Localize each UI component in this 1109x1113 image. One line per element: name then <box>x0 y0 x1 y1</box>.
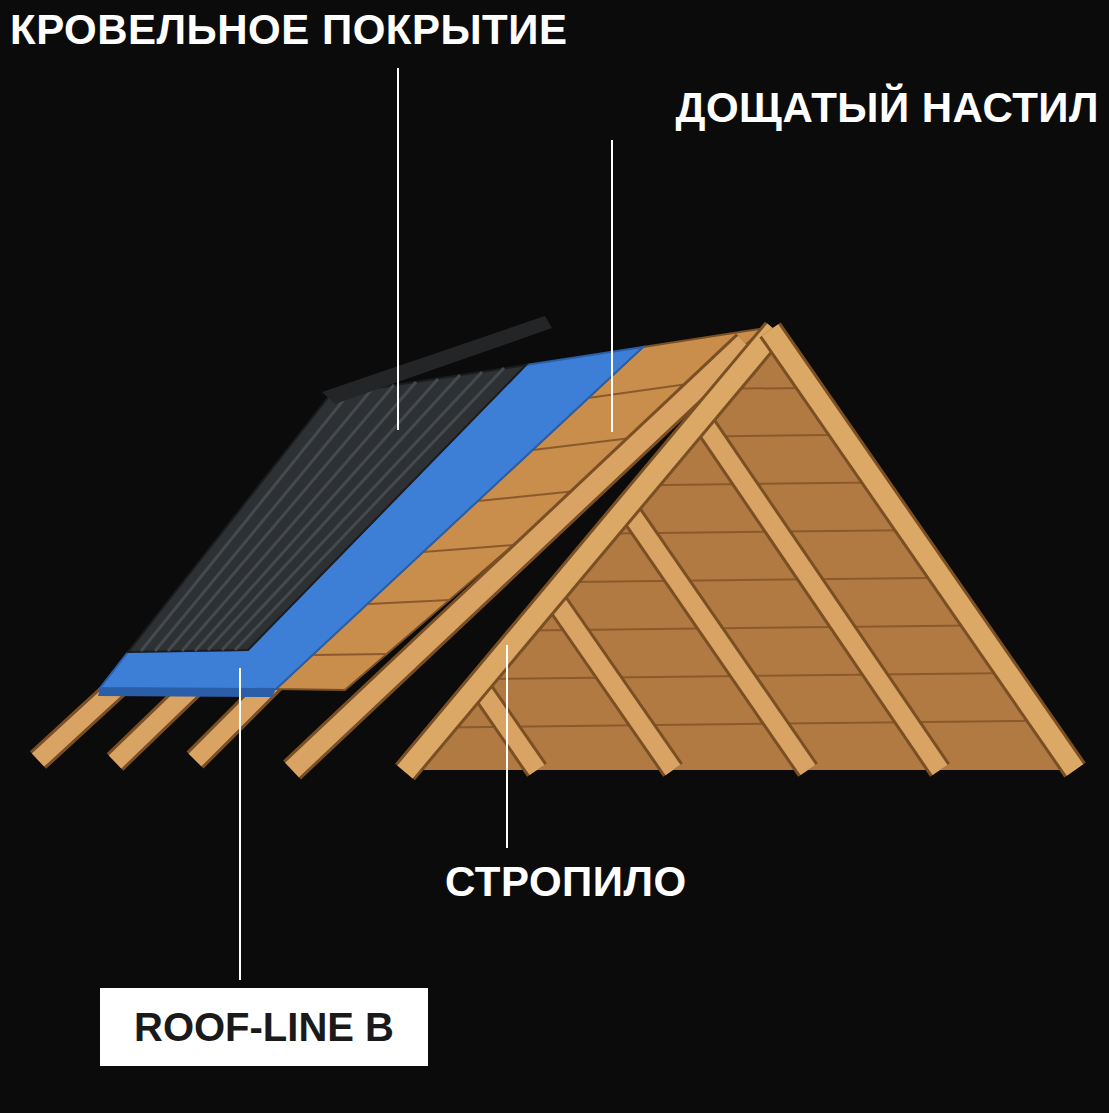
rafter <box>292 343 745 770</box>
corrugation <box>141 392 350 651</box>
rafter <box>553 597 673 770</box>
leader-line <box>397 68 399 430</box>
corrugation <box>208 375 460 650</box>
front-rafters <box>292 330 1075 772</box>
corrugation <box>195 379 438 651</box>
corrugation <box>182 382 416 651</box>
rafter-edge <box>292 343 745 770</box>
board-line <box>368 600 450 604</box>
part-label: ДОЩАТЫЙ НАСТИЛ <box>676 84 1099 132</box>
ridge-cap <box>322 316 552 404</box>
product-name: ROOF-LINE B <box>134 1004 394 1050</box>
part-label: СТРОПИЛО <box>445 858 687 906</box>
leader-line <box>239 668 241 980</box>
rafter-edge <box>770 330 1075 770</box>
leader-line <box>611 140 613 432</box>
rafter <box>405 330 775 772</box>
board-line <box>400 624 1100 632</box>
membrane-edge <box>98 688 276 697</box>
rafter-edge <box>553 597 673 770</box>
board-line <box>313 654 387 655</box>
leader-lines <box>240 68 612 980</box>
product-box: ROOF-LINE B <box>100 988 428 1066</box>
rafter <box>770 330 1075 770</box>
board-line <box>423 545 513 552</box>
corrugation <box>155 389 372 651</box>
rafter-edge <box>405 330 775 772</box>
leader-line <box>506 645 508 848</box>
corrugation <box>222 372 482 650</box>
rafter-edge <box>701 419 940 770</box>
part-label: КРОВЕЛЬНОЕ ПОКРЫТИЕ <box>10 6 567 54</box>
rafter <box>701 419 940 770</box>
